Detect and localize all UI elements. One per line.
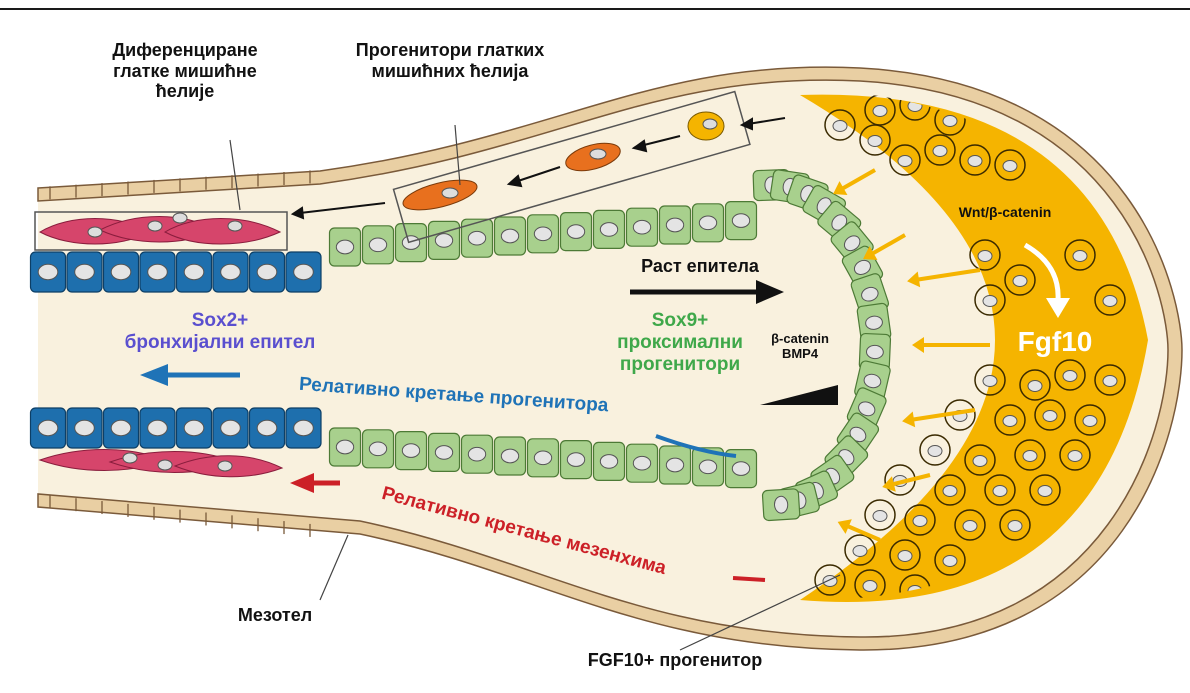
sox9-epithelial-cell xyxy=(396,224,427,262)
smooth-muscle-cells-top xyxy=(40,217,280,245)
sox2-epithelial-cell xyxy=(286,252,321,292)
sox2-epithelial-cell xyxy=(213,408,248,448)
gradient-label: β-catenin BMP4 xyxy=(745,332,855,362)
sox2-epithelial-cell xyxy=(67,252,102,292)
sox9-epithelial-cell xyxy=(594,442,625,480)
sox9-epithelial-cell xyxy=(627,444,658,482)
sox9-epithelial-cell xyxy=(363,430,394,468)
sox9-epithelial-cell xyxy=(660,446,691,484)
sox9-epithelial-cell xyxy=(693,204,724,242)
sox9-epithelial-cell xyxy=(528,215,559,253)
sox2-epithelial-cell xyxy=(31,408,66,448)
sox2-epithelial-cell xyxy=(286,408,321,448)
sox9-epithelial-cell xyxy=(462,435,493,473)
smc-progenitors-label: Прогенитори глатких мишићних ћелија xyxy=(300,40,600,81)
sox2-epithelial-cell xyxy=(67,408,102,448)
wnt-label: Wnt/β-catenin xyxy=(935,204,1075,220)
sox2-epithelial-cell xyxy=(140,252,175,292)
sox2-epithelial-cell xyxy=(31,252,66,292)
sox9-epithelial-cell xyxy=(429,221,460,259)
differentiated-smc-label: Диференциране глатке мишићне ћелије xyxy=(70,40,300,102)
sox9-epithelial-cell xyxy=(660,206,691,244)
sox9-epithelial-cell xyxy=(762,489,800,521)
sox9-epithelial-cell xyxy=(363,226,394,264)
sox9-epithelial-cell xyxy=(462,219,493,257)
sox2-epithelial-cell xyxy=(104,252,139,292)
sox9-epithelial-cell xyxy=(396,432,427,470)
sox2-epithelial-cell xyxy=(177,252,212,292)
sox9-epithelial-cell xyxy=(495,437,526,475)
sox9-epithelial-cell xyxy=(495,217,526,255)
sox9-epithelial-cell xyxy=(429,433,460,471)
fgf10-progenitor-label: FGF10+ прогенитор xyxy=(550,650,800,671)
sox9-epithelial-cell xyxy=(528,439,559,477)
sox2-epithelial-cell xyxy=(250,252,285,292)
sox2-epithelial-cell xyxy=(177,408,212,448)
sox9-epithelial-cell xyxy=(561,441,592,479)
sox9-epithelial-cell xyxy=(561,213,592,251)
epithelial-growth-label: Раст епитела xyxy=(600,256,800,277)
sox2-epithelial-cell xyxy=(250,408,285,448)
sox2-label: Sox2+ бронхијални епител xyxy=(90,310,350,354)
mesothelium-label: Мезотел xyxy=(205,605,345,626)
sox9-epithelial-cell xyxy=(330,428,361,466)
sox2-epithelial-cell xyxy=(213,252,248,292)
sox9-epithelial-cell xyxy=(594,210,625,248)
mesenchyme-movement-tail xyxy=(733,578,765,580)
sox9-label: Sox9+ проксимални прогенитори xyxy=(590,310,770,376)
sox9-epithelial-cell xyxy=(330,228,361,266)
sox9-epithelial-cell xyxy=(726,202,757,240)
sox9-epithelial-cell xyxy=(627,208,658,246)
sox2-epithelial-cell xyxy=(104,408,139,448)
fgf10-label: Fgf10 xyxy=(1000,326,1110,358)
sox2-epithelial-cell xyxy=(140,408,175,448)
